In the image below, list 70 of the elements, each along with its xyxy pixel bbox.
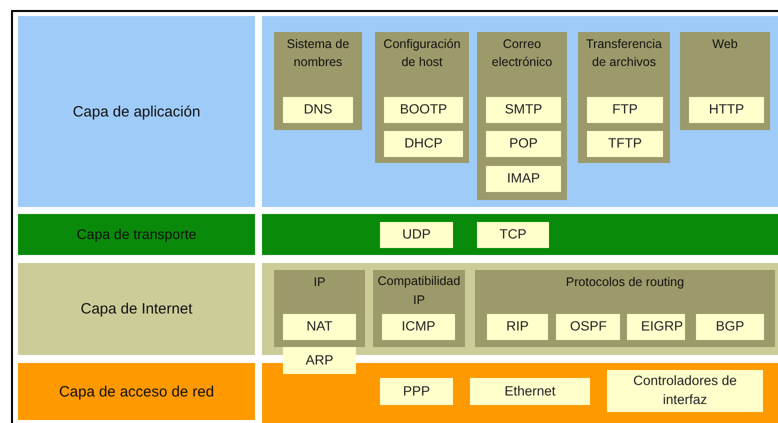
protocol-box	[556, 314, 620, 340]
protocol-box	[382, 314, 455, 340]
protocol-name: OSPF	[569, 318, 608, 336]
protocol-name: FTP	[611, 100, 639, 119]
protocol-box	[477, 222, 549, 248]
protocol-group-box	[477, 32, 567, 200]
layer-title: Capa de aplicación	[72, 102, 202, 122]
protocol-box	[486, 131, 561, 157]
protocol-name: ARP	[304, 351, 334, 370]
protocol-box	[627, 314, 685, 340]
protocol-box	[487, 314, 548, 340]
protocol-name: DNS	[302, 100, 334, 119]
protocol-name: POP	[508, 134, 539, 153]
layer-band	[18, 363, 255, 420]
protocol-box	[587, 131, 663, 157]
protocol-box	[283, 347, 356, 374]
protocol-box	[486, 97, 561, 123]
layer-title: Capa de acceso de red	[58, 382, 216, 402]
protocol-box	[380, 378, 453, 405]
group-title: Web	[711, 36, 739, 53]
layer-band	[262, 263, 778, 355]
group-title: Protocolos de routing	[564, 274, 686, 291]
protocol-name: NAT	[306, 318, 334, 336]
protocol-box	[470, 378, 590, 405]
protocol-box	[587, 97, 663, 123]
protocol-name: DHCP	[403, 134, 444, 153]
protocol-group-box	[373, 270, 465, 347]
protocol-name: EIGRP	[640, 318, 684, 336]
protocol-group-box	[274, 32, 362, 130]
protocol-box	[696, 314, 764, 340]
protocol-name: BGP	[714, 318, 746, 336]
layer-title: Capa de transporte	[76, 224, 198, 244]
group-title: Compatibilidad IP	[376, 273, 462, 309]
protocol-box	[607, 370, 763, 412]
protocol-name: RIP	[505, 318, 530, 336]
protocol-group-box	[475, 270, 775, 347]
layer-title: Capa de Internet	[80, 300, 194, 320]
layer-band	[262, 214, 778, 255]
group-title: Configuración de host	[382, 36, 462, 70]
layer-band	[18, 263, 255, 355]
protocol-box	[283, 314, 356, 340]
protocol-name: UDP	[401, 226, 432, 244]
protocol-box	[486, 166, 561, 192]
group-title: IP	[312, 274, 326, 291]
protocol-name: TFTP	[607, 134, 643, 153]
protocol-group-box	[375, 32, 469, 163]
protocol-group-box	[274, 270, 365, 347]
layer-band	[262, 16, 778, 207]
protocol-name: Ethernet	[503, 382, 557, 400]
protocol-box	[283, 97, 353, 123]
protocol-name: TCP	[498, 226, 528, 244]
protocol-name: BOOTP	[398, 100, 448, 119]
protocol-name: PPP	[402, 382, 431, 400]
protocol-group-box	[578, 32, 670, 163]
group-title: Correo electrónico	[490, 36, 554, 70]
group-title: Sistema de nombres	[286, 36, 350, 70]
protocol-name: Controladores de interfaz	[632, 372, 738, 409]
protocol-box	[380, 222, 453, 248]
layer-band	[18, 16, 255, 207]
layer-band	[18, 214, 255, 255]
protocol-group-box	[680, 32, 770, 130]
layer-band	[262, 363, 778, 423]
protocol-name: IMAP	[506, 170, 541, 188]
group-title: Transferencia de archivos	[585, 36, 663, 70]
protocol-box	[689, 97, 764, 123]
protocol-name: HTTP	[708, 100, 746, 119]
protocol-name: ICMP	[400, 318, 436, 336]
protocol-name: SMTP	[504, 100, 544, 119]
protocol-box	[384, 97, 463, 123]
protocol-box	[384, 131, 463, 157]
